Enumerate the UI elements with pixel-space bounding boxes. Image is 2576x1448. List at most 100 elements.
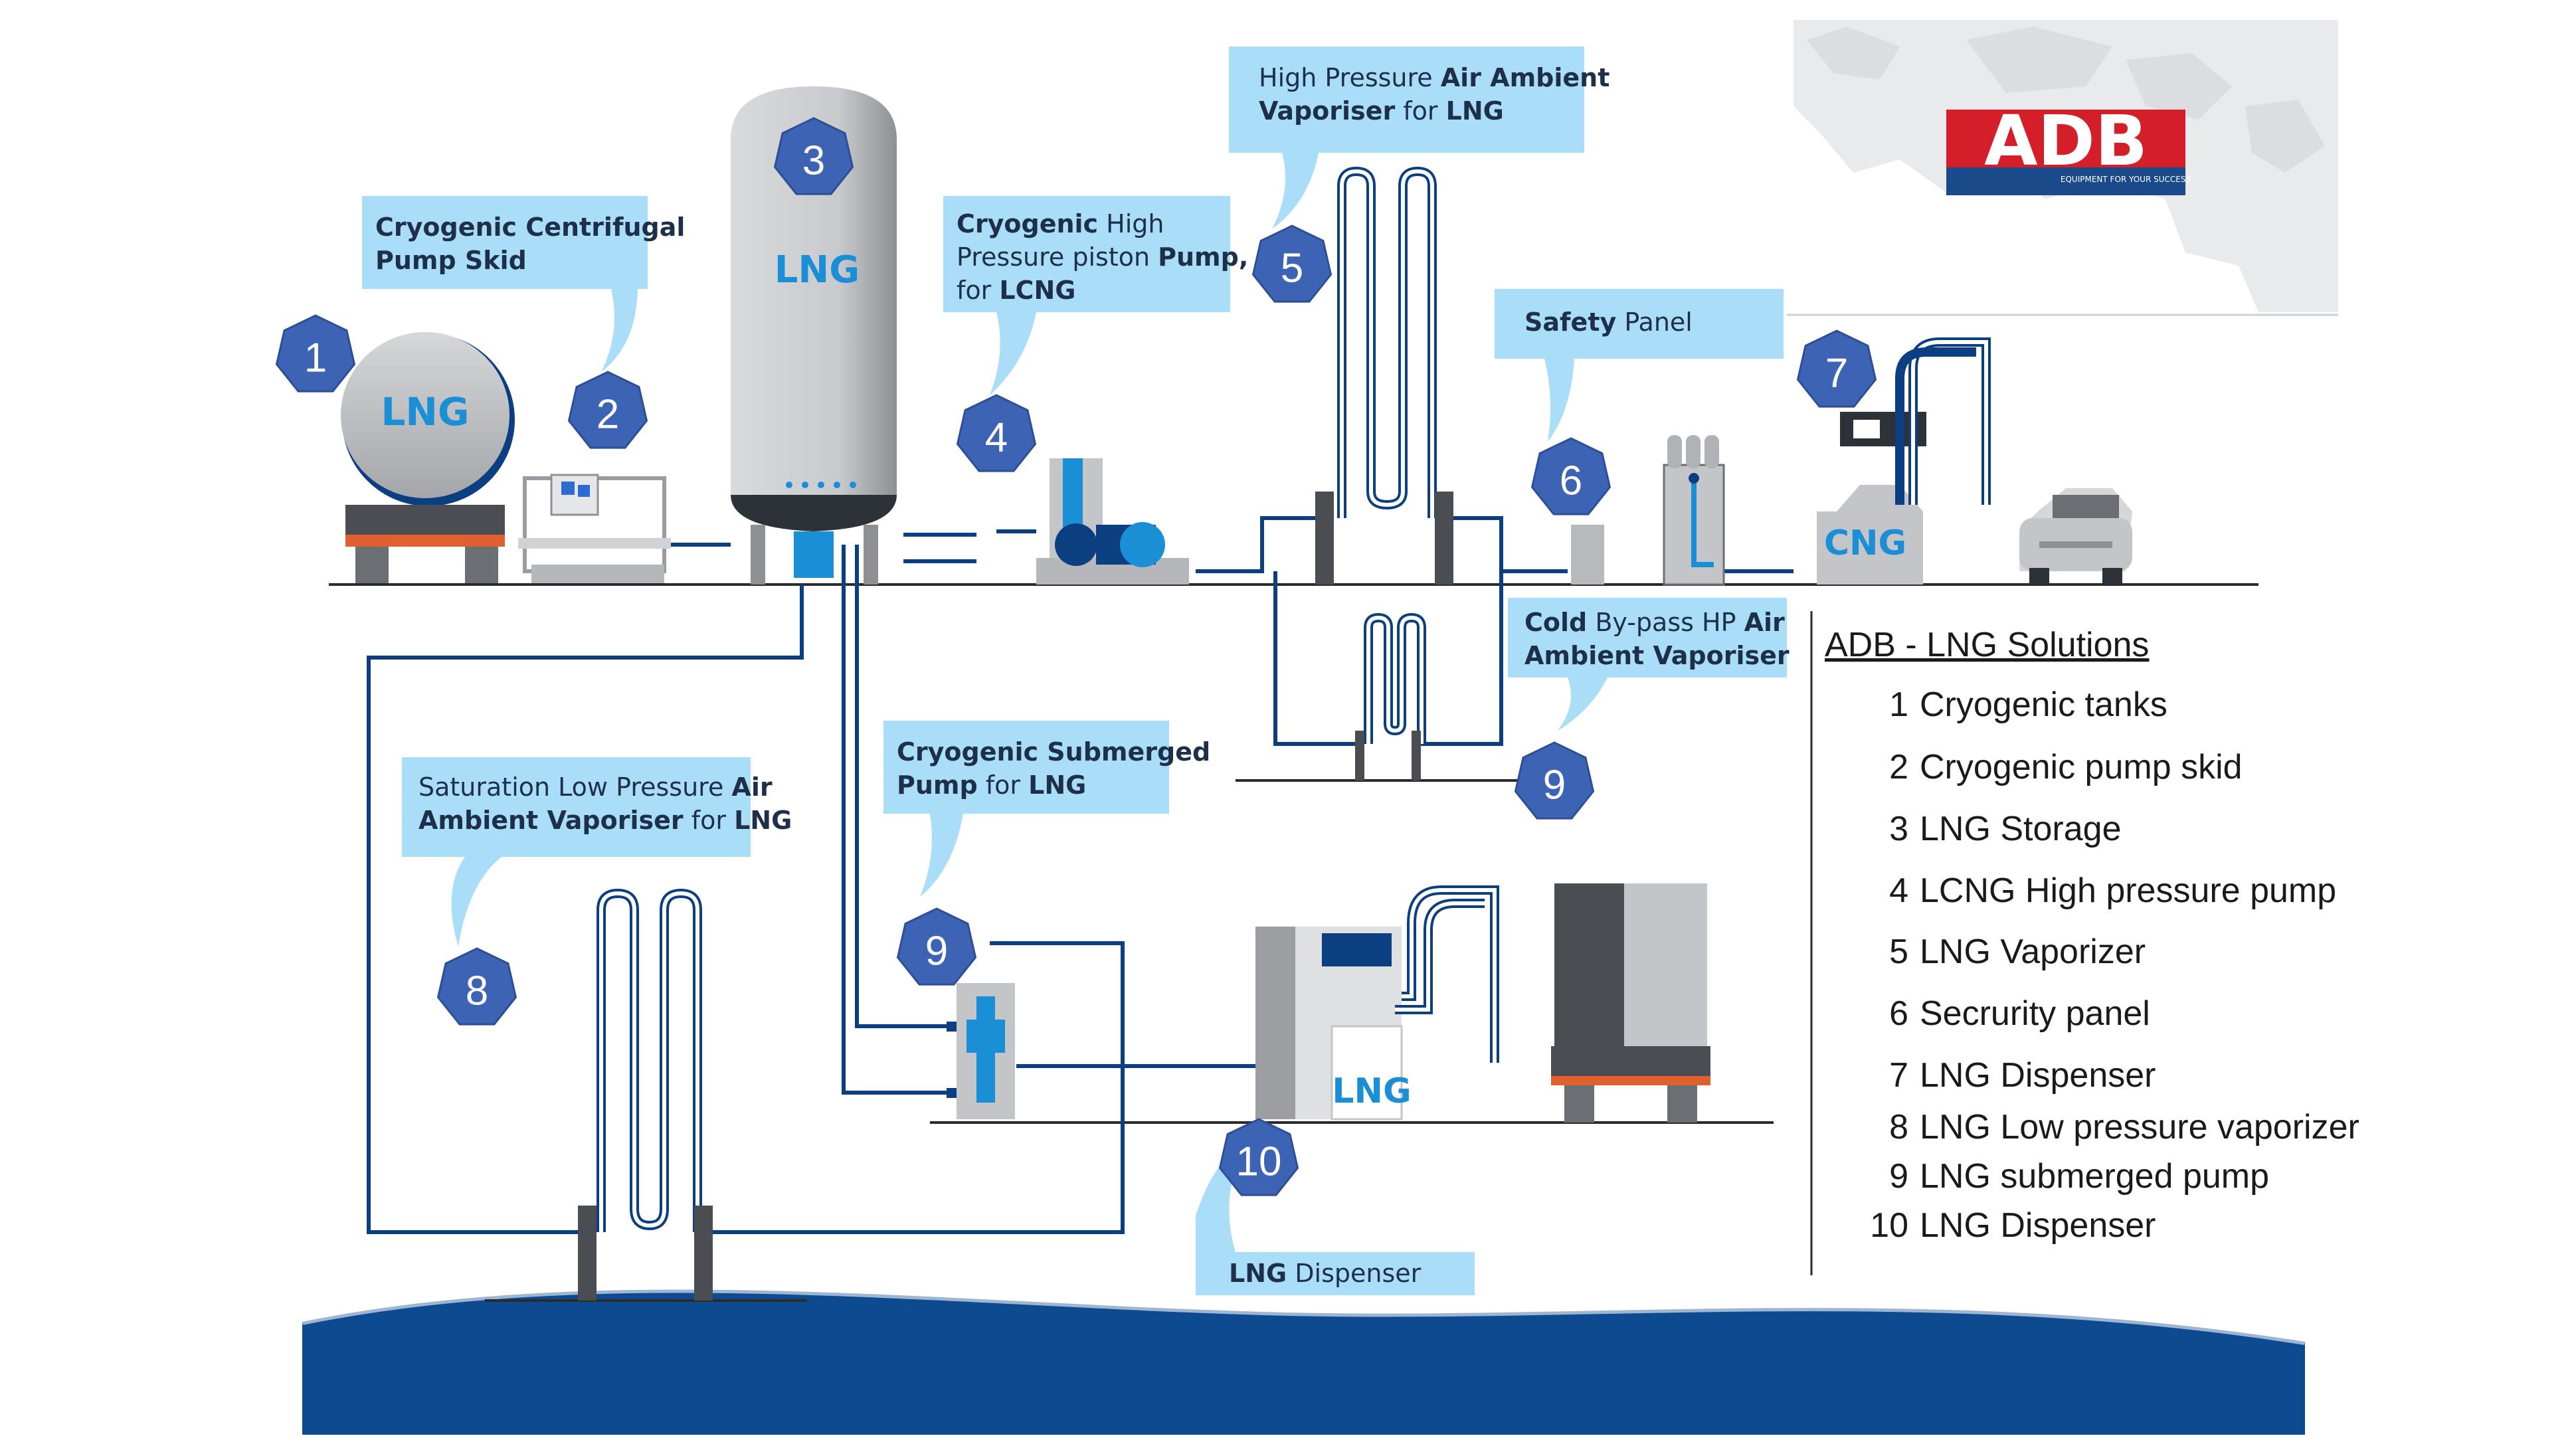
callout-run: LNG	[1446, 96, 1504, 126]
legend-item-number: 9	[1889, 1157, 1908, 1196]
callout-run: Air Ambient	[1441, 63, 1610, 92]
badge-2: 2	[567, 371, 648, 449]
lng-dispenser-label: LNG	[1332, 1071, 1411, 1111]
badge-8: 8	[436, 947, 517, 1026]
badge-number: 10	[1236, 1139, 1282, 1185]
badge-shape	[436, 947, 517, 1026]
callout-text: Safety Panel	[1524, 308, 1693, 337]
badge-number: 5	[1281, 246, 1303, 292]
callout-run: Saturation Low Pressure	[418, 772, 731, 802]
badge-9: 9	[1514, 741, 1595, 820]
callout-run: Panel	[1616, 308, 1693, 337]
callout-run: Dispenser	[1287, 1259, 1421, 1288]
legend-item-number: 3	[1889, 810, 1908, 848]
badge-6: 6	[1530, 437, 1611, 515]
truck-tank-label: LNG	[381, 389, 469, 434]
callout-run: for	[1395, 96, 1445, 126]
callout-run: Air	[731, 772, 772, 802]
legend-item-number: 2	[1889, 748, 1908, 786]
callout-run: Pump Skid	[375, 246, 527, 275]
badge-number: 9	[925, 929, 948, 974]
callout-run: Vaporiser	[1259, 96, 1395, 126]
callout-run: Cryogenic	[957, 209, 1098, 238]
legend-item-text: Secrurity panel	[1920, 994, 2150, 1033]
hp-vaporiser	[1315, 166, 1453, 585]
badge-4: 4	[956, 394, 1037, 472]
badge-10: 10	[1218, 1118, 1299, 1196]
badge-1: 1	[275, 314, 356, 393]
legend-item-number: 8	[1889, 1108, 1908, 1146]
truck-lng-tank: LNG	[341, 332, 515, 583]
legend-item-text: LCNG High pressure pump	[1920, 871, 2336, 910]
legend-item-text: LNG submerged pump	[1920, 1157, 2269, 1196]
legend-item-number: 6	[1889, 994, 1908, 1033]
badge-number: 1	[304, 335, 327, 381]
logo-text: ADB	[1984, 100, 2148, 181]
callout-run: Ambient Vaporiser	[1524, 641, 1790, 670]
lp-vaporiser	[578, 888, 713, 1301]
logo-tagline: EQUIPMENT FOR YOUR SUCCESS	[2061, 175, 2191, 184]
callout-run: LNG	[1229, 1259, 1287, 1288]
callout-run: LNG	[1028, 770, 1086, 800]
legend-item-text: Cryogenic tanks	[1920, 685, 2167, 724]
bypass-vaporiser	[1355, 612, 1426, 780]
lng-truck-unit	[1551, 883, 1710, 1123]
pump-skid	[518, 474, 671, 583]
badge-number: 8	[466, 968, 488, 1014]
legend-item-text: Cryogenic pump skid	[1920, 748, 2243, 786]
legend-item-number: 1	[1889, 685, 1908, 724]
badge-number: 4	[985, 415, 1008, 461]
legend-item-number: 10	[1870, 1206, 1908, 1245]
callout-run: By-pass HP	[1587, 608, 1744, 637]
wave-footer	[302, 1286, 2306, 1435]
callout-run: for	[684, 806, 734, 835]
badge-shape	[956, 394, 1037, 472]
car	[2019, 488, 2132, 585]
cng-dispenser: CNG	[1817, 337, 1991, 585]
badge-shape	[1514, 741, 1595, 820]
badge-number: 6	[1560, 458, 1582, 504]
legend-item-text: LNG Dispenser	[1920, 1056, 2156, 1095]
badge-5: 5	[1251, 225, 1333, 303]
legend-item-number: 4	[1889, 871, 1908, 910]
callout-run: Pressure piston	[957, 242, 1158, 272]
callout-run: Safety	[1524, 308, 1616, 337]
callout-run: Pump,	[1158, 242, 1248, 272]
storage-tank: LNG	[731, 86, 897, 585]
legend-item-text: LNG Dispenser	[1920, 1206, 2156, 1245]
callout-run: Pump	[897, 770, 978, 800]
callout-run: High	[1098, 209, 1164, 238]
callout-run: Cryogenic Submerged	[897, 737, 1210, 767]
legend-item-number: 7	[1889, 1056, 1908, 1095]
callout-run: Cryogenic Centrifugal	[375, 213, 685, 242]
adb-logo: ADB EQUIPMENT FOR YOUR SUCCESS	[1946, 100, 2191, 195]
callout-run: LNG	[734, 806, 792, 835]
badge-shape	[567, 371, 648, 449]
callout-run: for	[978, 770, 1028, 800]
badge-shape	[1218, 1118, 1299, 1196]
callout-run: for	[957, 276, 999, 305]
callout-run: Cold	[1524, 608, 1587, 637]
storage-tank-label: LNG	[775, 248, 860, 292]
callout-run: High Pressure	[1259, 63, 1441, 92]
cng-dispenser-label: CNG	[1824, 523, 1906, 563]
piston-pump	[996, 458, 1189, 585]
badge-number: 9	[1543, 763, 1566, 808]
badge-shape	[1796, 329, 1877, 408]
submerged-pump	[947, 983, 1015, 1119]
callout-run: Ambient Vaporiser	[418, 806, 684, 835]
